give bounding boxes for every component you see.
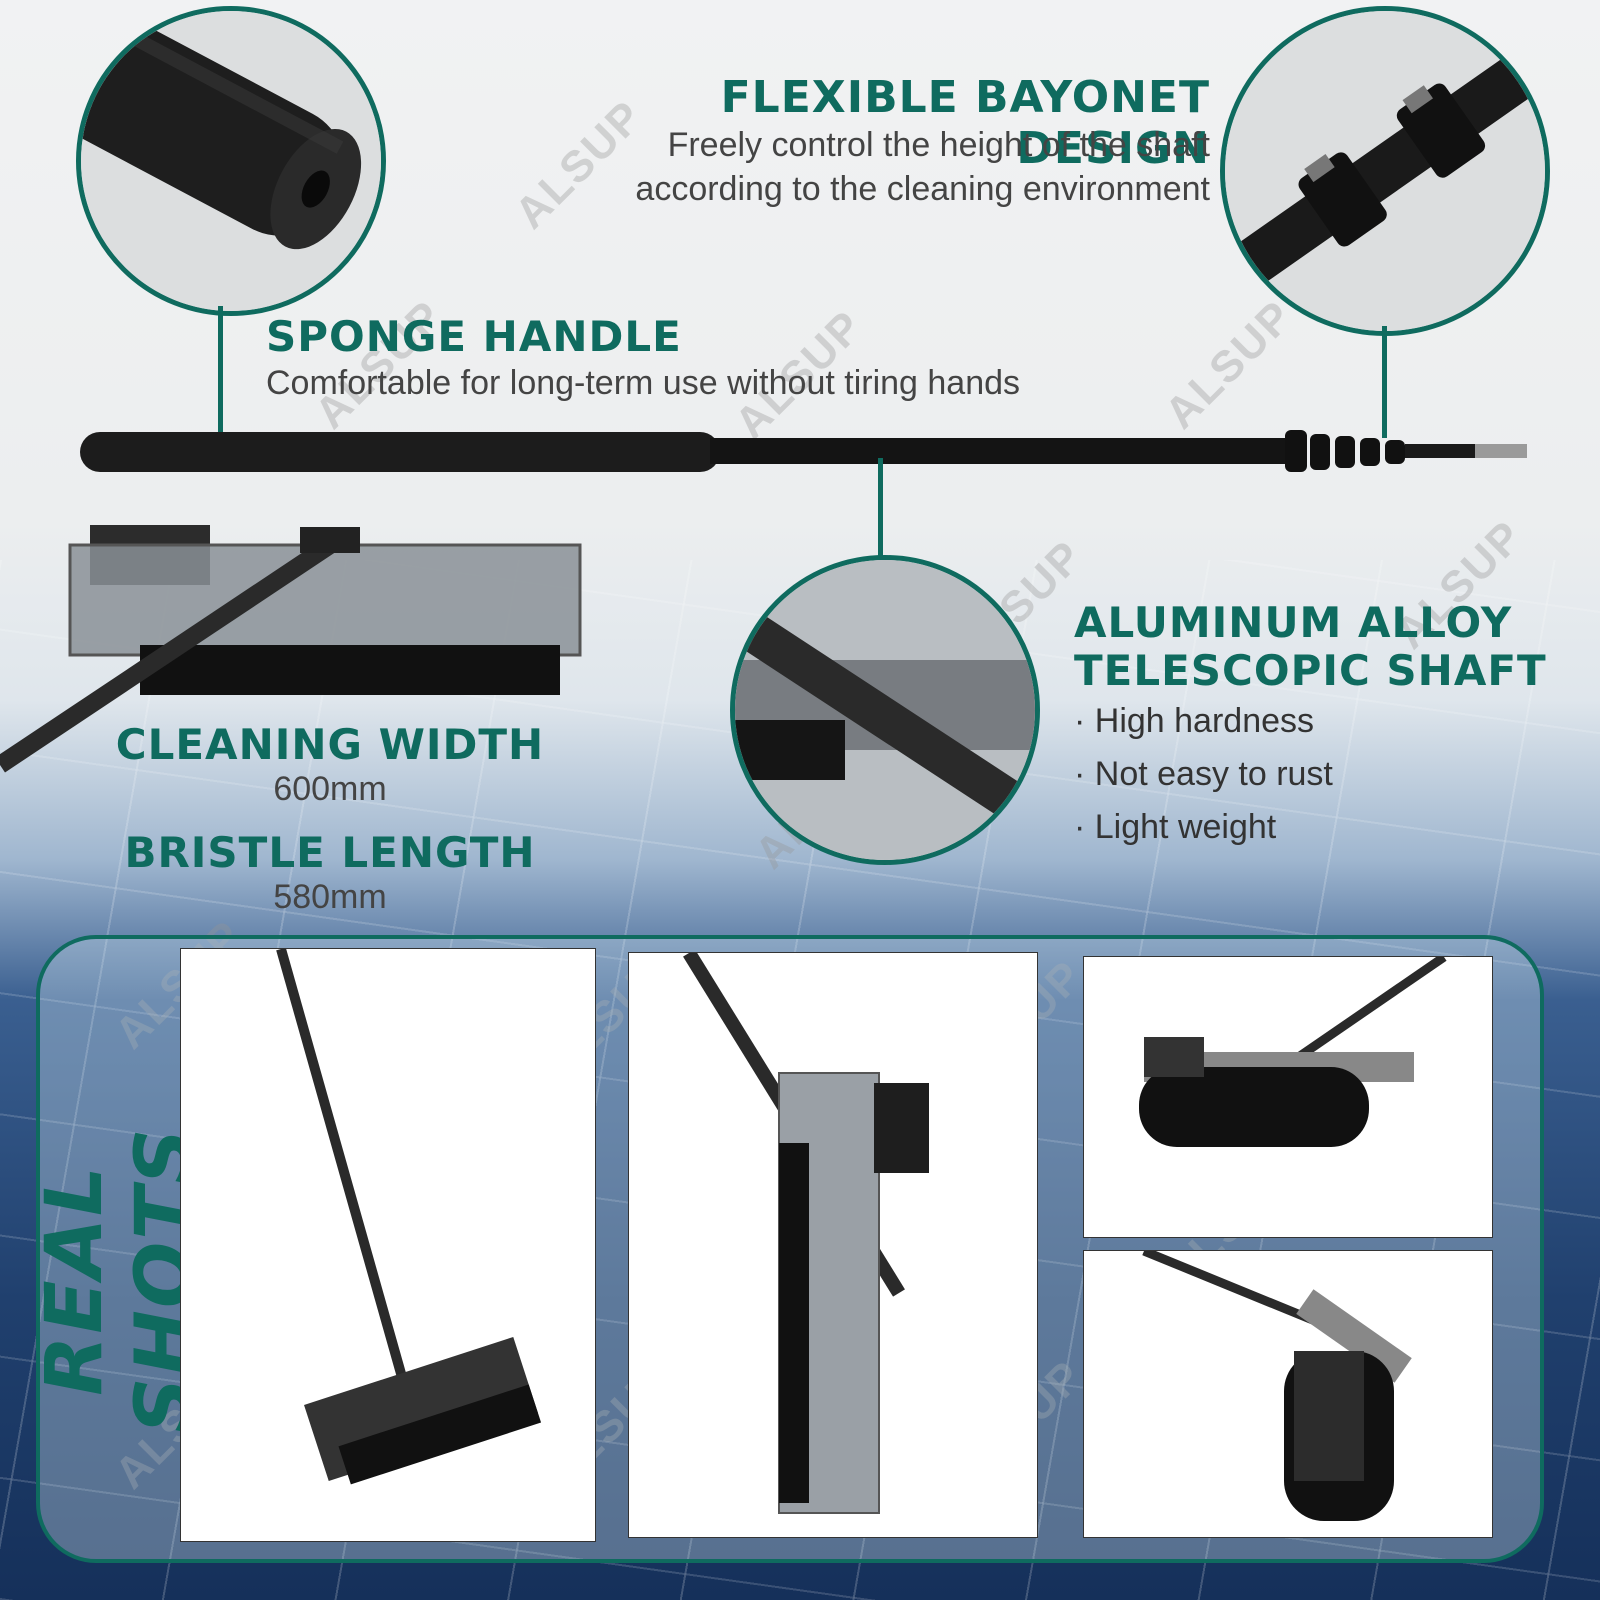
shaft-title-line-2: TELESCOPIC SHAFT: [1074, 646, 1547, 695]
bayonet-clip-icon: [1225, 11, 1545, 331]
cleaning-head-image: [0, 525, 582, 773]
bristle-length-title: BRISTLE LENGTH: [124, 828, 536, 877]
shaft-close-up-icon: [735, 560, 1035, 860]
shaft-feature-list: · High hardness · Not easy to rust · Lig…: [1074, 702, 1333, 861]
shaft-detail-image: [730, 555, 1040, 865]
sponge-title: SPONGE HANDLE: [266, 312, 682, 361]
sponge-handle-icon: [81, 11, 381, 311]
bristle-length-value: 580mm: [273, 878, 387, 916]
real-shot-photo-1: [180, 948, 596, 1542]
bayonet-description-line-2: according to the cleaning environment: [635, 170, 1210, 208]
telescopic-pole-image: [80, 430, 1527, 472]
sponge-leader-line: [218, 306, 223, 442]
bayonet-description-line-1: Freely control the height of the shaft: [667, 126, 1210, 164]
real-shot-photo-3: [1083, 956, 1493, 1238]
sponge-description: Comfortable for long-term use without ti…: [266, 364, 1021, 402]
shaft-leader-line: [878, 458, 883, 558]
bayonet-title: FLEXIBLE BAYONET DESIGN: [720, 72, 1210, 174]
shaft-title-line-1: ALUMINUM ALLOY: [1074, 598, 1513, 647]
real-shot-photo-4: [1083, 1250, 1493, 1538]
cleaning-width-title: CLEANING WIDTH: [115, 720, 545, 769]
bayonet-leader-line: [1382, 326, 1387, 438]
cleaning-width-value: 600mm: [273, 770, 387, 808]
sponge-handle-detail-image: [76, 6, 386, 316]
shaft-feature-item: · High hardness: [1074, 702, 1315, 740]
shaft-feature-item: · Light weight: [1074, 808, 1277, 846]
bayonet-detail-image: [1220, 6, 1550, 336]
shaft-feature-item: · Not easy to rust: [1074, 755, 1333, 793]
real-shot-photo-2: [628, 952, 1038, 1538]
